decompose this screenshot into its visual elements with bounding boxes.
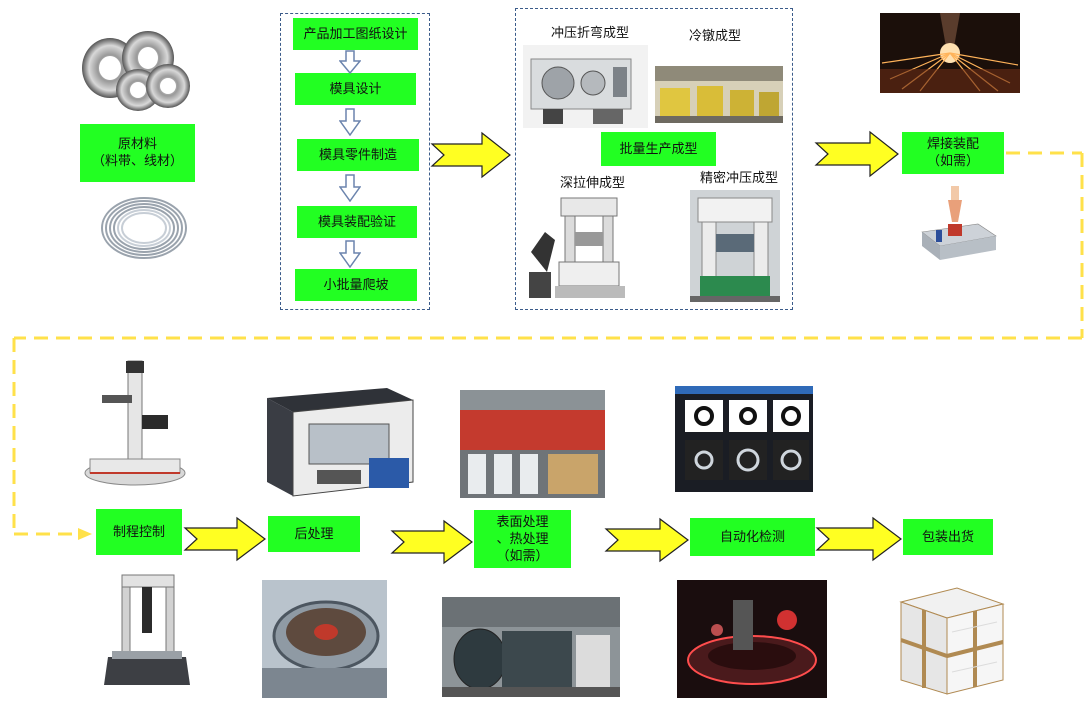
automated-inspection-box: 自动化检测 <box>690 518 815 556</box>
mold-parts-manufacturing-step: 模具零件制造 <box>297 139 419 171</box>
raw-material-box: 原材料 （料带、线材） <box>80 124 195 182</box>
drawing-design-step: 产品加工图纸设计 <box>293 18 418 50</box>
vibratory-finisher-image <box>262 580 387 698</box>
stamping-machine-image <box>523 45 648 128</box>
heat-treatment-furnace-image <box>442 597 620 697</box>
wire-coil-image <box>98 190 190 265</box>
surface-heat-treatment-box: 表面处理 、热处理 （如需） <box>474 510 571 568</box>
cold-heading-machine-image <box>655 66 783 123</box>
coordinate-measuring-machine-image <box>102 565 192 695</box>
flow-arrow-icon <box>430 131 511 179</box>
down-arrow-icon <box>339 240 361 268</box>
welding-diagram-image <box>918 180 998 272</box>
flow-arrow-icon <box>814 130 899 178</box>
down-arrow-icon <box>339 50 361 74</box>
flow-arrow-icon <box>604 517 689 563</box>
surface-treatment-line-image <box>460 390 605 498</box>
small-batch-ramp-up-step: 小批量爬坡 <box>295 269 417 301</box>
precision-stamping-press-image <box>690 190 780 302</box>
post-processing-machine-image <box>257 378 417 501</box>
cold-heading-label: 冷镦成型 <box>689 29 742 44</box>
height-gauge-image <box>80 355 190 490</box>
optical-inspection-machine-image <box>677 580 827 698</box>
welding-sparks-image <box>880 13 1020 93</box>
mold-design-step: 模具设计 <box>295 73 416 105</box>
deep-drawing-label: 深拉伸成型 <box>560 176 626 191</box>
flow-arrow-icon <box>815 516 902 562</box>
steel-coil-image <box>78 28 198 113</box>
mold-assembly-verification-step: 模具装配验证 <box>297 206 417 238</box>
precision-stamping-label: 精密冲压成型 <box>700 171 779 186</box>
deep-drawing-press-image <box>525 192 635 304</box>
post-processing-box: 后处理 <box>268 516 360 552</box>
down-arrow-icon <box>339 108 361 136</box>
welding-assembly-box: 焊接装配 （如需） <box>902 132 1004 174</box>
vision-inspection-screen-image <box>675 386 813 492</box>
packaging-shipping-box: 包装出货 <box>903 519 993 555</box>
packaging-boxes-image <box>897 582 1007 700</box>
process-control-box: 制程控制 <box>96 509 182 555</box>
mass-production-frame <box>515 8 793 310</box>
flow-arrow-icon <box>390 519 473 565</box>
mass-production-box: 批量生产成型 <box>601 132 716 166</box>
mold-design-frame <box>280 13 430 310</box>
stamping-bending-label: 冲压折弯成型 <box>551 26 630 41</box>
down-arrow-icon <box>339 174 361 202</box>
flow-arrow-icon <box>183 516 266 562</box>
